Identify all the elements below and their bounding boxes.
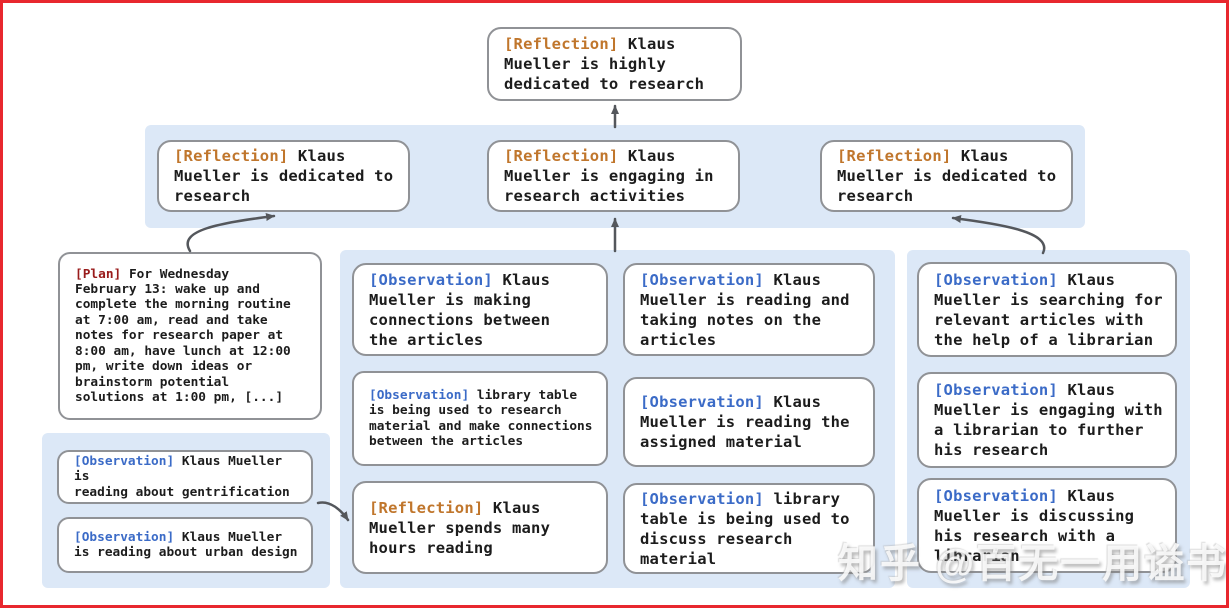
node-text: [Plan] For Wednesday February 13: wake u… <box>75 267 291 406</box>
observation-tag-label: [Observation] <box>934 486 1058 505</box>
node-obs-gentrification: [Observation] Klaus Mueller is reading a… <box>57 450 313 504</box>
node-obs-discussing-librarian: [Observation] Klaus Mueller is discussin… <box>917 478 1177 573</box>
node-obs-making-connections: [Observation] Klaus Mueller is making co… <box>352 263 608 356</box>
node-body-text: library table is being used to research … <box>369 387 593 449</box>
node-body-text: Klaus Mueller is reading and taking note… <box>640 270 850 349</box>
node-reflection-hours-reading: [Reflection] Klaus Mueller spends many h… <box>352 481 608 574</box>
node-text: [Reflection] Klaus Mueller is dedicated … <box>837 146 1056 206</box>
observation-tag-label: [Observation] <box>640 489 764 508</box>
node-text: [Reflection] Klaus Mueller is engaging i… <box>504 146 714 206</box>
observation-tag-label: [Observation] <box>934 270 1058 289</box>
zhihu-watermark: 知乎 @百无一用谥书生 <box>838 542 1229 586</box>
node-obs-searching-articles: [Observation] Klaus Mueller is searching… <box>917 262 1177 357</box>
node-body-text: Klaus Mueller is searching for relevant … <box>934 270 1163 349</box>
node-reflection-engaging: [Reflection] Klaus Mueller is engaging i… <box>487 140 740 212</box>
node-root-reflection: [Reflection] Klaus Mueller is highly ded… <box>487 27 742 101</box>
observation-tag-label: [Observation] <box>640 393 764 411</box>
node-body-text: Klaus Mueller is highly dedicated to res… <box>504 35 705 93</box>
node-obs-library-table-research: [Observation] library table is being use… <box>352 371 608 466</box>
reflection-tag-label: [Reflection] <box>837 147 952 165</box>
node-reflection-dedicated-left: [Reflection] Klaus Mueller is dedicated … <box>157 140 410 212</box>
observation-tag-label: [Observation] <box>74 529 175 545</box>
node-obs-library-table-discuss: [Observation] library table is being use… <box>623 483 875 574</box>
node-text: [Observation] library table is being use… <box>369 388 592 450</box>
node-obs-taking-notes: [Observation] Klaus Mueller is reading a… <box>623 263 875 356</box>
node-obs-engaging-librarian: [Observation] Klaus Mueller is engaging … <box>917 372 1177 468</box>
node-text: [Observation] library table is being use… <box>640 489 865 569</box>
node-body-text: Klaus Mueller is engaging in research ac… <box>504 147 714 205</box>
node-body-text: Klaus Mueller is reading the assigned ma… <box>640 393 850 451</box>
plan-tag-label: [Plan] <box>75 266 122 282</box>
node-obs-assigned-material: [Observation] Klaus Mueller is reading t… <box>623 377 875 467</box>
observation-tag-label: [Observation] <box>640 270 764 289</box>
node-text: [Observation] Klaus Mueller is discussin… <box>934 486 1134 566</box>
observation-tag-label: [Observation] <box>74 453 175 469</box>
node-body-text: Klaus Mueller is engaging with a librari… <box>934 381 1163 459</box>
node-text: [Observation] Klaus Mueller is reading t… <box>640 392 850 452</box>
node-obs-urban-design: [Observation] Klaus Mueller is reading a… <box>57 517 313 573</box>
reflection-tag-label: [Reflection] <box>174 147 289 165</box>
node-body-text: Klaus Mueller is reading about urban des… <box>74 529 298 560</box>
node-plan: [Plan] For Wednesday February 13: wake u… <box>58 252 322 420</box>
node-body-text: library table is being used to discuss r… <box>640 489 850 568</box>
node-body-text: Klaus Mueller is making connections betw… <box>369 270 551 349</box>
observation-tag-label: [Observation] <box>369 387 470 403</box>
node-text: [Observation] Klaus Mueller is reading a… <box>74 530 297 561</box>
node-text: [Reflection] Klaus Mueller is dedicated … <box>174 146 393 206</box>
reflection-tag-label: [Reflection] <box>504 147 619 165</box>
node-text: [Reflection] Klaus Mueller spends many h… <box>369 498 550 558</box>
reflection-tag-label: [Reflection] <box>369 498 484 517</box>
node-text: [Observation] Klaus Mueller is engaging … <box>934 380 1163 460</box>
node-text: [Reflection] Klaus Mueller is highly ded… <box>504 34 704 94</box>
node-text: [Observation] Klaus Mueller is making co… <box>369 270 550 350</box>
observation-tag-label: [Observation] <box>369 270 493 289</box>
node-body-text: For Wednesday February 13: wake up and c… <box>75 266 291 405</box>
node-text: [Observation] Klaus Mueller is searching… <box>934 270 1163 350</box>
node-reflection-dedicated-right: [Reflection] Klaus Mueller is dedicated … <box>820 140 1073 212</box>
node-body-text: Klaus Mueller is reading about gentrific… <box>74 453 290 500</box>
node-text: [Observation] Klaus Mueller is reading a… <box>640 270 850 350</box>
node-body-text: Klaus Mueller is dedicated to research <box>837 147 1057 205</box>
node-body-text: Klaus Mueller is dedicated to research <box>174 147 394 205</box>
node-body-text: Klaus Mueller is discussing his research… <box>934 486 1135 565</box>
reflection-tag-label: [Reflection] <box>504 35 619 53</box>
node-body-text: Klaus Mueller spends many hours reading <box>369 498 551 557</box>
node-text: [Observation] Klaus Mueller is reading a… <box>74 454 303 500</box>
observation-tag-label: [Observation] <box>934 381 1058 399</box>
